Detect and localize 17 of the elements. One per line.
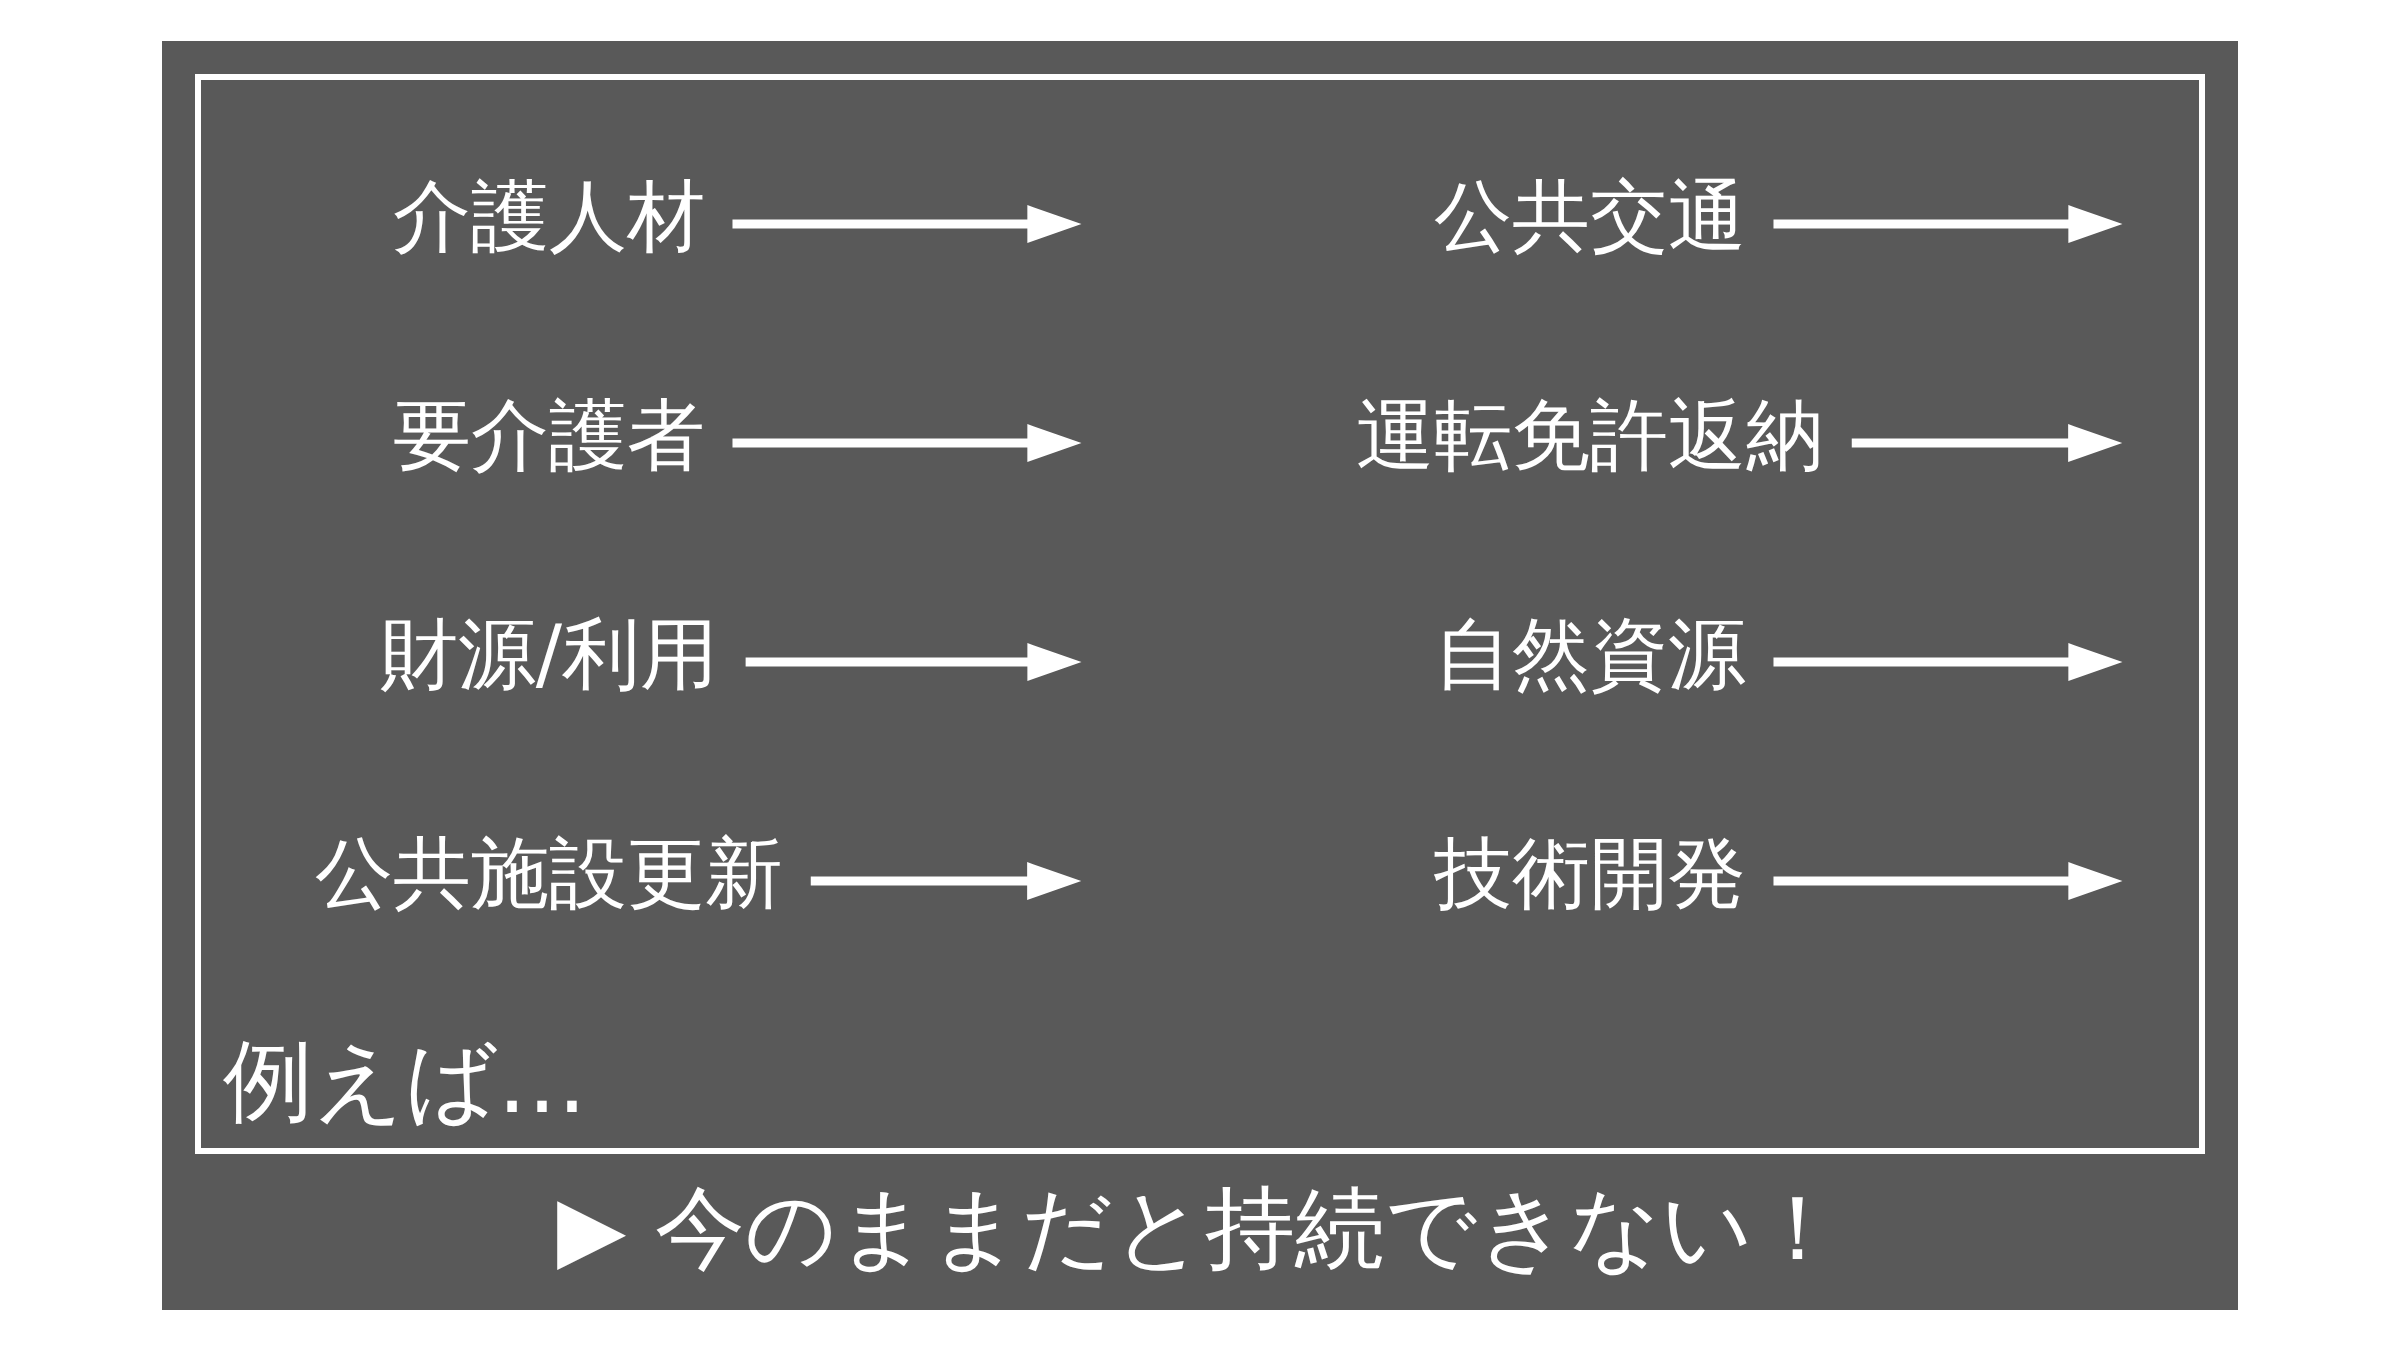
node-text: 公共交通 <box>1434 170 1746 261</box>
caption: ▶ 今のままだと持続できない！ <box>557 1174 1843 1280</box>
node-text: 介護人材 <box>393 170 705 261</box>
arrow <box>810 861 1082 900</box>
arrow <box>1773 861 2123 900</box>
arrow <box>1773 204 2123 243</box>
arrow <box>1851 423 2123 462</box>
node-text: 要介護者 <box>393 389 705 480</box>
arrow <box>732 204 1082 243</box>
node-text: 技術開発 <box>1434 827 1746 918</box>
node-text: 公共施設更新 <box>315 827 783 918</box>
node-text: 自然資源 <box>1434 608 1746 699</box>
arrow <box>745 642 1082 681</box>
node-text: 財源/利用 <box>379 608 719 699</box>
node-text: 運転免許返納 <box>1356 389 1824 480</box>
arrow <box>1773 642 2123 681</box>
arrow <box>732 423 1082 462</box>
